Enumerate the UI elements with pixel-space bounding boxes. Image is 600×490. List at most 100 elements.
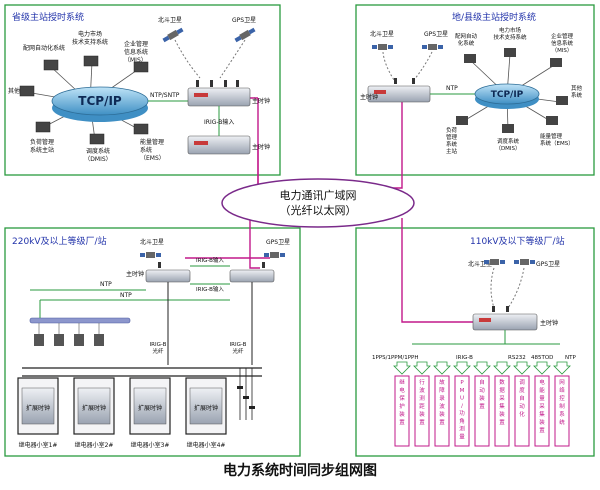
relay-cabinet: 扩展时钟: [185, 377, 227, 435]
relay-cabinet: 扩展时钟: [129, 377, 171, 435]
node-label: 电力市场技术支持系统: [72, 30, 108, 46]
county-master-label: 主时钟: [360, 93, 378, 101]
beidou-label: 北斗卫星: [140, 238, 164, 246]
station110-region: 北斗卫星 GPS卫星 主时钟 1PPS/1PPM/1PPH IRIG-B RS2…: [372, 259, 576, 447]
antenna-icon: [506, 306, 509, 312]
pc-icon: [133, 61, 149, 73]
device-label: 继电保护装置: [399, 378, 405, 426]
node-label: 配网自动化系统: [23, 44, 65, 52]
province-tcpip-label: TCP/IP: [78, 94, 122, 108]
interface-label: NTP: [565, 355, 576, 361]
ntp-label: NTP: [120, 292, 132, 299]
sat-signal: [490, 267, 495, 309]
device-box: [554, 375, 570, 447]
county-tcpip-label: TCP/IP: [491, 90, 524, 100]
device-arrow: [393, 361, 411, 375]
device-arrow: [533, 361, 551, 375]
lan-switch-bar: [29, 317, 131, 324]
ext-clock-label: 扩展时钟: [138, 404, 162, 412]
room-label: 继电器小室1#: [19, 441, 58, 449]
gps-label: GPS卫星: [232, 17, 256, 24]
device-box: [434, 375, 450, 447]
wan-label-line1: 电力通讯广域网: [280, 189, 357, 202]
station220-frame: [4, 227, 301, 457]
province-frame: [4, 4, 281, 176]
station220-region: 北斗卫星 GPS卫星 主时钟 IRIG-B输入 IRIG-B输入 NTP NTP…: [17, 238, 290, 449]
sat-signal: [219, 39, 246, 79]
node-label: 企业管理信息系统（MIS）: [551, 32, 574, 54]
province-title: 省级主站授时系统: [12, 11, 84, 23]
master-clock-box: [145, 269, 191, 283]
satellite-icon: [484, 259, 505, 265]
county-frame: [355, 4, 595, 176]
server-icon: [34, 334, 104, 346]
node-label: 能量管理系统（EMS）: [140, 138, 165, 162]
device-arrow: [473, 361, 491, 375]
pc-icon: [35, 121, 51, 133]
pc-icon: [504, 48, 516, 57]
device-box: [534, 375, 550, 447]
node-label: 配网自动化系统: [455, 32, 478, 47]
ntp-label: NTP: [100, 281, 112, 288]
interface-label: IRIG-B: [456, 355, 473, 361]
station110-frame: [355, 227, 595, 457]
node-label: 负荷管理系统主站: [446, 126, 458, 155]
satellite-icon: [234, 27, 256, 43]
node-label: 负荷管理系统主站: [30, 138, 54, 154]
ext-clock-label: 扩展时钟: [26, 404, 50, 412]
node-label: 企业管理信息系统（MIS）: [124, 40, 148, 64]
county-title: 地/县级主站授时系统: [452, 11, 536, 23]
device-box: [474, 375, 490, 447]
beidou-label: 北斗卫星: [158, 16, 182, 24]
master-clock-box: [229, 269, 275, 283]
node-label: 能量管理系统（EMS）: [540, 132, 574, 147]
device-label: 电能量采集装置: [539, 378, 545, 434]
beidou-label: 北斗卫星: [370, 30, 394, 38]
device-box: [394, 375, 410, 447]
wan-ellipse: [221, 178, 415, 228]
pc-icon: [464, 54, 476, 63]
pc-icon: [133, 123, 149, 135]
room-label: 继电器小室4#: [187, 441, 226, 449]
device-label: 行波测距装置: [419, 378, 425, 426]
county-ntp-label: NTP: [446, 85, 458, 92]
province-master-label: 主时钟: [252, 97, 270, 105]
province-node-labels: 电力市场技术支持系统 配网自动化系统 企业管理信息系统（MIS） 其他 负荷管理…: [8, 30, 165, 163]
interface-label: 1PPS/1PPM/1PPH: [372, 355, 418, 361]
province-region: TCP/IP 电力市场技术支持系统 配网自动化系统 企业管理信息系统（MIS） …: [8, 16, 270, 163]
device-arrow: [433, 361, 451, 375]
relay-cabinet: 扩展时钟: [73, 377, 115, 435]
node-label: 调度系统（DMIS）: [495, 137, 520, 152]
device-label: 故障录波装置: [439, 378, 445, 426]
pc-icon: [456, 116, 468, 125]
province-master-label: 主时钟: [252, 143, 270, 151]
satellite-icon: [514, 259, 535, 265]
wan-label-line2: （光纤以太网）: [280, 203, 357, 217]
device-box: [454, 375, 470, 447]
device-arrow: [413, 361, 431, 375]
antenna-icon: [412, 78, 415, 84]
station220-master-label: 主时钟: [126, 270, 144, 278]
province-ntp-label: NTP/SNTP: [150, 92, 180, 99]
satellite-icon: [162, 27, 184, 43]
relay-cabinet: 扩展时钟: [17, 377, 59, 435]
device-label: 自动装置: [479, 378, 485, 410]
device-label: 调度自动化: [519, 378, 525, 418]
station110-master-label: 主时钟: [540, 319, 558, 327]
sat-signal: [382, 51, 395, 81]
station110-title: 110kV及以下等级厂/站: [470, 235, 565, 247]
room-label: 继电器小室3#: [131, 441, 170, 449]
pc-icon: [83, 55, 99, 67]
satellite-icon: [264, 252, 285, 258]
county-node-labels: 配网自动化系统 电力市场技术支持系统 企业管理信息系统（MIS） 其他系统 负荷…: [446, 26, 583, 155]
sat-signal: [507, 267, 525, 309]
pc-icon: [19, 85, 35, 97]
sat-signal: [413, 51, 433, 81]
device-label: 数据采集装置: [499, 378, 505, 426]
interface-label: RS232: [508, 355, 526, 361]
beidou-label: 北斗卫星: [468, 260, 492, 268]
